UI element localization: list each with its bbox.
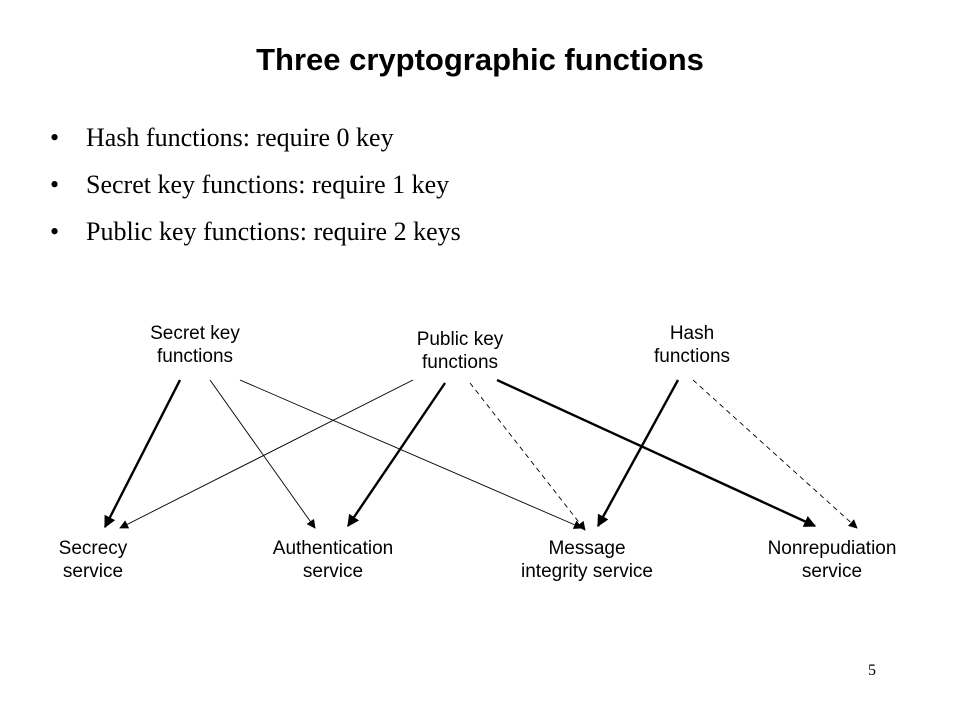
edge-hash-to-nonrep [692, 379, 858, 529]
bullet-list: • Hash functions: require 0 key • Secret k… [50, 120, 461, 261]
edge-public-to-auth [347, 382, 446, 527]
edge-hash-to-integrity [596, 379, 680, 528]
bullet-item: • Secret key functions: require 1 key [50, 167, 461, 214]
page-number: 5 [868, 662, 876, 679]
bullet-dot: • [50, 170, 60, 199]
node-authentication-service: Authentication service [272, 538, 394, 582]
node-secret-key-functions: Secret key functions [150, 323, 240, 367]
bullet-dot: • [50, 217, 60, 246]
bullet-text: Secret key functions: require 1 key [86, 170, 450, 199]
edge-secret-to-secrecy [103, 379, 182, 529]
edge-secret-to-integrity [239, 379, 583, 529]
bullet-item: • Hash functions: require 0 key [50, 120, 461, 167]
bullet-dot: • [50, 123, 60, 152]
edge-public-to-nonrep [496, 378, 817, 528]
slide-title: Three cryptographic functions [256, 42, 704, 77]
node-nonrepudiation-service: Nonrepudiation service [767, 538, 897, 582]
bullet-text: Hash functions: require 0 key [86, 123, 394, 152]
node-hash-functions: Hash functions [653, 323, 731, 367]
edge-secret-to-auth [209, 379, 316, 529]
node-public-key-functions: Public key functions [416, 329, 504, 373]
edge-public-to-integrity [469, 382, 586, 531]
bullet-text: Public key functions: require 2 keys [86, 217, 461, 246]
bullet-item: • Public key functions: require 2 keys [50, 214, 461, 261]
node-secrecy-service: Secrecy service [58, 538, 128, 582]
edge-public-to-secrecy [119, 379, 414, 529]
node-message-integrity-service: Message integrity service [521, 538, 653, 582]
